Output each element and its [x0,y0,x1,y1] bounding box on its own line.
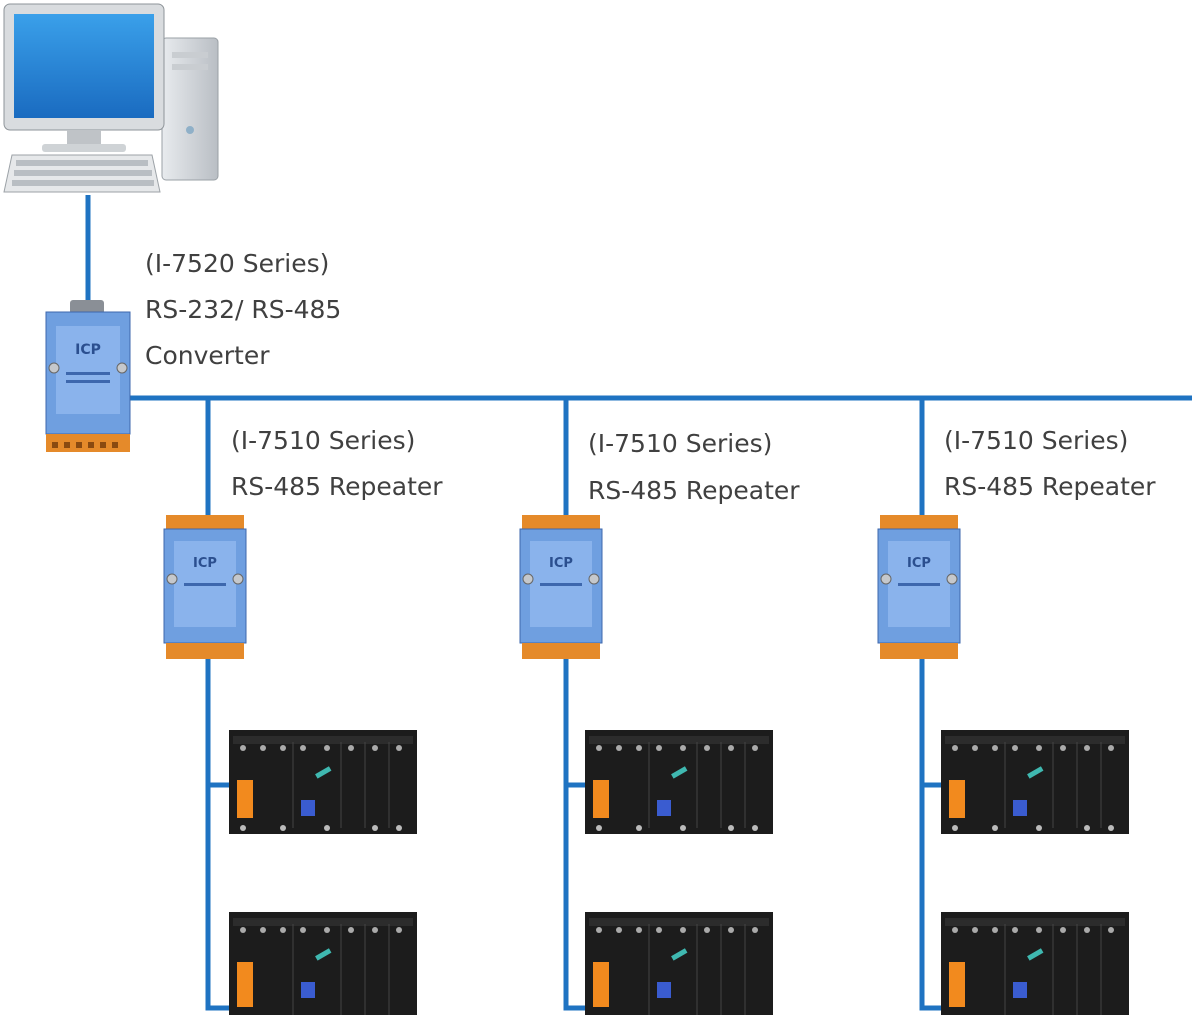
plc-controller-icon-2a [585,730,773,834]
plc-controller-icon-3a [941,730,1129,834]
svg-text:ICP: ICP [907,556,931,571]
svg-text:ICP: ICP [193,556,217,571]
repeater-module-icon-1: ICP [160,515,250,660]
repeater-module-icon-3: ICP [874,515,964,660]
branch-line-3 [919,655,948,1011]
plc-controller-icon-3b [941,912,1129,1015]
converter-type-label: RS-232/ RS-485 [145,295,342,324]
repeater-2-name-label: RS-485 Repeater [588,476,800,505]
svg-text:ICP: ICP [75,342,101,358]
repeater-3-series-label: (I-7510 Series) [944,426,1129,455]
repeater-3-name-label: RS-485 Repeater [944,472,1156,501]
svg-text:ICP: ICP [549,556,573,571]
repeater-2-series-label: (I-7510 Series) [588,429,773,458]
converter-module-icon: ICP [40,296,136,454]
branch-line-2 [563,655,592,1011]
converter-series-label: (I-7520 Series) [145,249,330,278]
converter-name-label: Converter [145,341,270,370]
repeater-module-icon-2: ICP [516,515,606,660]
plc-controller-icon-2b [585,912,773,1015]
repeater-1-name-label: RS-485 Repeater [231,472,443,501]
computer-icon [2,0,222,200]
plc-controller-icon-1a [229,730,417,834]
repeater-1-series-label: (I-7510 Series) [231,426,416,455]
branch-line-1 [205,655,236,1011]
plc-controller-icon-1b [229,912,417,1015]
